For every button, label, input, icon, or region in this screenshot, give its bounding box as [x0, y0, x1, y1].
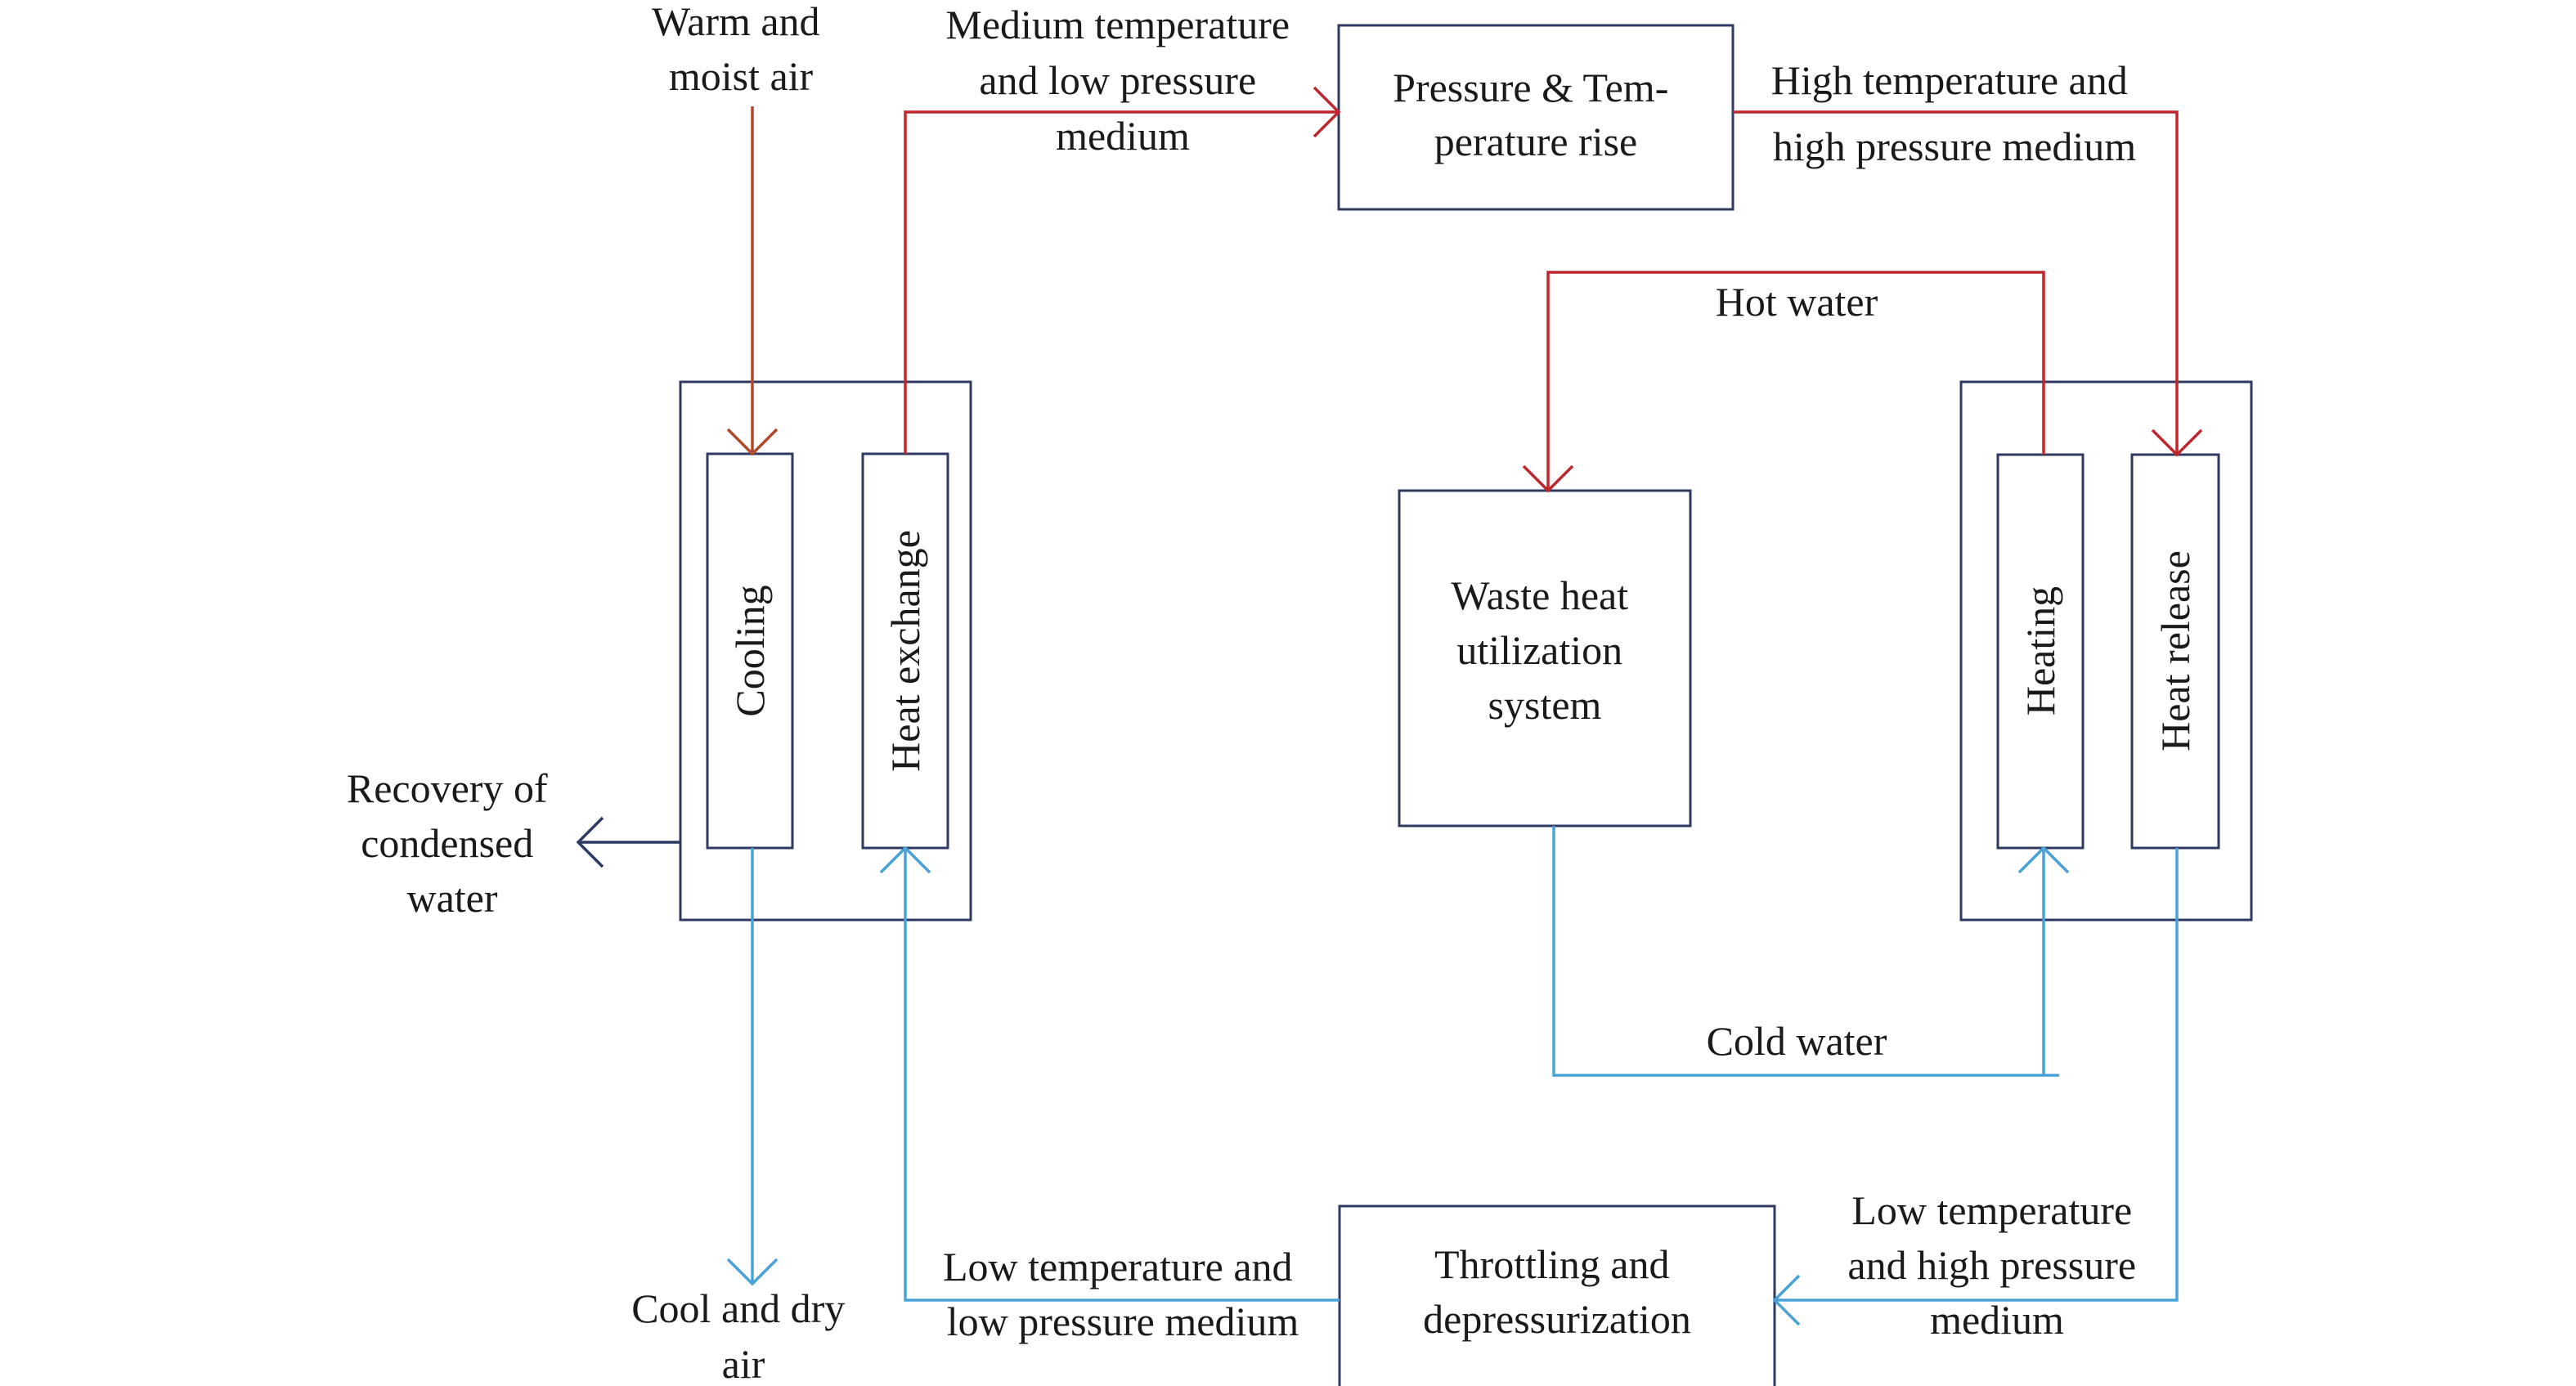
- high-temperature-label: High temperature and high pressure mediu…: [1771, 57, 2138, 169]
- cool-dry-air-label: Cool and dry air: [631, 1285, 855, 1386]
- hot-water-label: Hot water: [1716, 279, 1878, 325]
- heating-box: [1996, 453, 2085, 850]
- throttling-depressurization-label: Throttling and depressurization: [1423, 1241, 1691, 1342]
- cool-dry-air-arrow: [726, 848, 779, 1286]
- low-temperature-low-pressure-flow-arrow: [879, 846, 1340, 1302]
- pressure-temperature-rise-label: Pressure & Tem- perature rise: [1393, 65, 1679, 164]
- warm-moist-air-arrow: [726, 106, 779, 456]
- low-temperature-low-pressure-label: Low temperature and low pressure medium: [943, 1244, 1303, 1344]
- low-temperature-high-pressure-label: Low temperature and high pressure medium: [1847, 1187, 2146, 1343]
- hot-water-flow-arrow: [1522, 271, 2045, 493]
- pressure-temperature-rise-box: [1337, 24, 1735, 211]
- condensed-water-arrow: [576, 816, 680, 868]
- evaporator-unit-box: [679, 380, 972, 922]
- cooling-label: Cooling: [727, 585, 773, 716]
- waste-heat-system-label: Waste heat utilization system: [1451, 572, 1638, 728]
- waste-heat-utilization-system-box: [1398, 489, 1692, 828]
- low-temperature-high-pressure-flow-arrow: [1772, 848, 2179, 1326]
- throttling-depressurization-box: [1338, 1204, 1776, 1386]
- cooling-box: [706, 452, 794, 850]
- medium-temperature-label: Medium temperature and low pressure medi…: [945, 2, 1299, 159]
- warm-moist-air-label: Warm and moist air: [652, 0, 830, 99]
- condensed-water-label: Recovery of condensed water: [347, 765, 558, 921]
- condenser-unit-box: [1959, 380, 2253, 922]
- cold-water-label: Cold water: [1707, 1018, 1887, 1064]
- high-temperature-flow-arrow: [1733, 110, 2203, 457]
- medium-temperature-flow-arrow: [904, 86, 1341, 454]
- cold-water-flow-arrow: [1552, 826, 2070, 1077]
- heat-release-label: Heat release: [2152, 550, 2198, 751]
- heating-label: Heating: [2017, 586, 2063, 715]
- heat-exchange-label: Heat exchange: [882, 530, 928, 772]
